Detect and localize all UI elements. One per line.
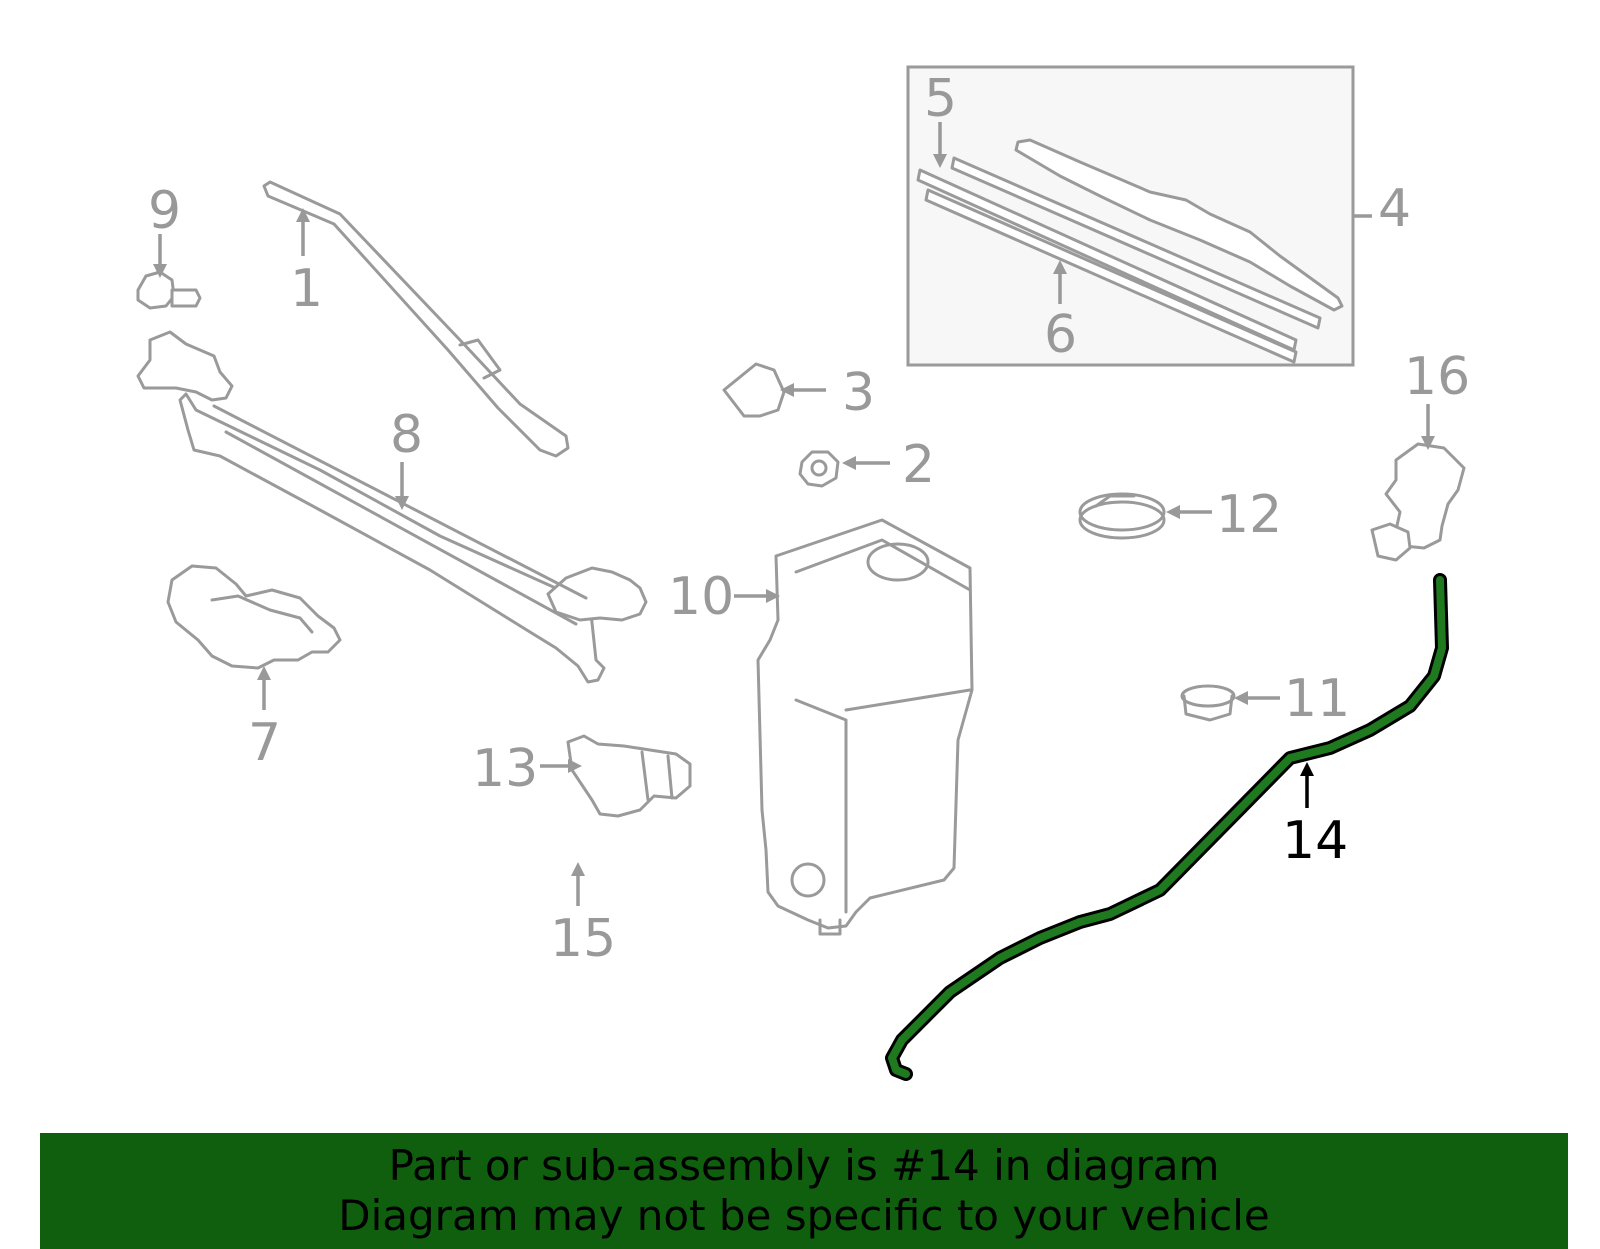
callout-9: 9 (148, 181, 181, 241)
callout-16: 16 (1404, 347, 1470, 407)
wiper-linkage-part[interactable] (136, 330, 648, 684)
wiper-motor-part[interactable] (166, 564, 342, 670)
callout-12: 12 (1216, 485, 1282, 545)
wiper-arm-part[interactable] (262, 180, 570, 458)
callout-2: 2 (902, 435, 935, 495)
callout-10: 10 (668, 567, 734, 627)
callout-11: 11 (1284, 669, 1350, 729)
grommet-part[interactable] (1180, 684, 1236, 722)
washer-reservoir-part[interactable] (756, 518, 974, 936)
callout-8: 8 (390, 405, 423, 465)
washer-nozzle-part[interactable] (1370, 442, 1466, 562)
callout-1: 1 (290, 259, 323, 319)
callout-3: 3 (842, 363, 875, 423)
callout-arrows (153, 122, 1435, 906)
banner-line-part: Part or sub-assembly is #14 in diagram (388, 1141, 1220, 1190)
reservoir-cap-seal-part[interactable] (1078, 492, 1166, 540)
nut-part[interactable] (798, 450, 840, 488)
callout-15: 15 (550, 909, 616, 969)
bolt-part[interactable] (136, 270, 202, 310)
callout-7: 7 (248, 713, 281, 773)
callout-6: 6 (1044, 305, 1077, 365)
washer-hose-15-part[interactable] (455, 821, 699, 937)
callout-13: 13 (472, 739, 538, 799)
washer-pump-part[interactable] (566, 734, 692, 818)
callout-5: 5 (924, 69, 957, 129)
callout-4: 4 (1378, 179, 1411, 239)
washer-hose-14-highlighted[interactable] (885, 573, 1449, 1081)
callout-14-selected: 14 (1282, 811, 1348, 871)
banner-line-disclaimer: Diagram may not be specific to your vehi… (338, 1191, 1270, 1240)
wiper-blade-part[interactable] (916, 138, 1344, 364)
part-info-banner: Part or sub-assembly is #14 in diagram D… (40, 1133, 1568, 1249)
pivot-cap-part[interactable] (722, 362, 786, 418)
